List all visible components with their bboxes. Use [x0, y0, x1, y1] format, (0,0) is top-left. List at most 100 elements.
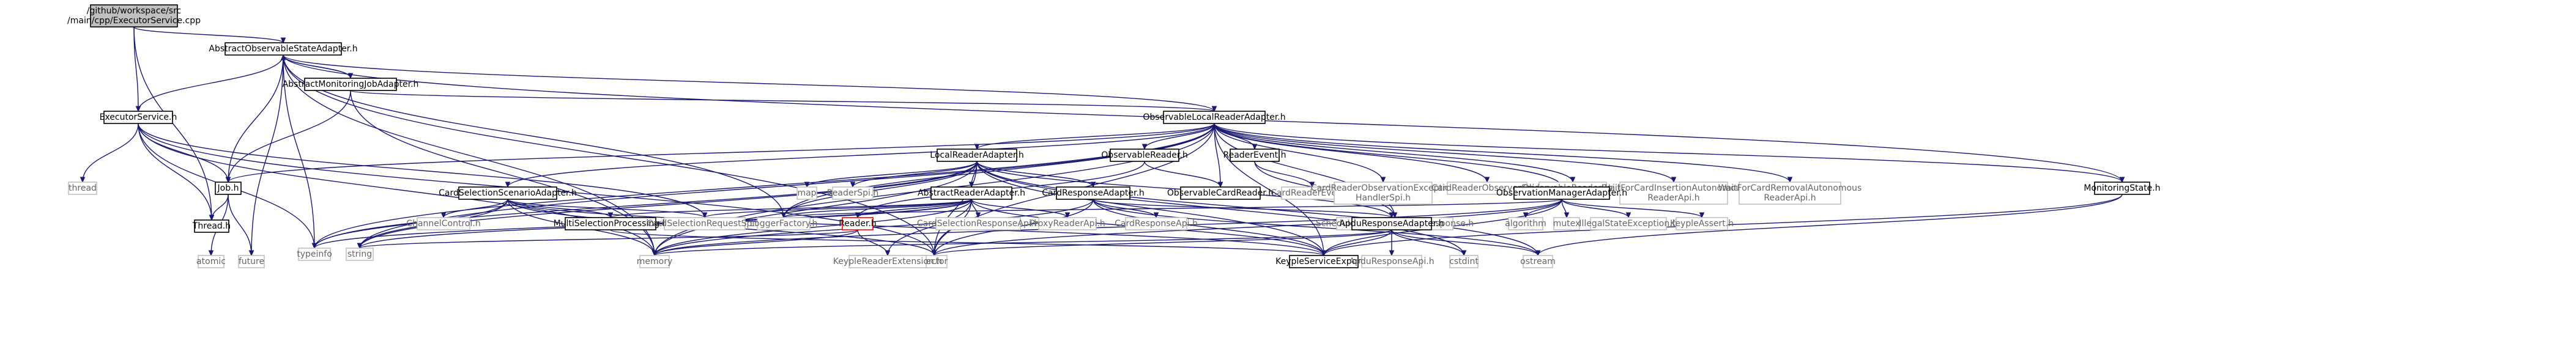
- node-ara2[interactable]: ApduResponseAdapter.h: [1339, 217, 1444, 230]
- node-box-wfci[interactable]: [1619, 182, 1728, 205]
- node-box-wfcr[interactable]: [1739, 182, 1841, 205]
- node-root[interactable]: /github/workspace/src/main/cpp/ExecutorS…: [67, 4, 201, 28]
- node-box-string[interactable]: [346, 248, 374, 261]
- node-olra[interactable]: ObservableLocalReaderAdapter.h: [1143, 111, 1286, 124]
- edge-olra-to-croe: [1214, 123, 1384, 183]
- node-lra[interactable]: LocalReaderAdapter.h: [930, 149, 1024, 162]
- node-box-prapi[interactable]: [1038, 217, 1097, 230]
- node-atomic[interactable]: atomic: [196, 255, 226, 268]
- node-aosa[interactable]: AbstractObservableStateAdapter.h: [209, 42, 358, 56]
- node-box-olra[interactable]: [1163, 111, 1266, 124]
- node-box-crapi[interactable]: [1125, 217, 1187, 230]
- node-box-oma[interactable]: [1513, 186, 1610, 200]
- node-string[interactable]: string: [346, 248, 374, 261]
- node-cssa[interactable]: CardSelectionScenarioAdapter.h: [439, 186, 577, 200]
- edge-es-to-csrs: [138, 123, 705, 218]
- node-aapi[interactable]: ApduResponseApi.h: [1349, 255, 1435, 268]
- node-box-ara2[interactable]: [1351, 217, 1432, 230]
- node-label-croe-0: CardReaderObservationException: [1311, 183, 1455, 193]
- node-box-mutex[interactable]: [1553, 217, 1580, 230]
- node-kse[interactable]: KeypleServiceExport.h: [1275, 255, 1372, 268]
- node-box-ms[interactable]: [2094, 182, 2150, 195]
- node-reh[interactable]: ReaderEvent.h: [1223, 149, 1286, 162]
- node-box-aapi[interactable]: [1361, 255, 1422, 268]
- node-box-cssa[interactable]: [458, 186, 557, 200]
- node-memory[interactable]: memory: [637, 255, 673, 268]
- node-csra[interactable]: CardSelectionResponseApi.h: [917, 217, 1039, 230]
- node-box-ostream[interactable]: [1523, 255, 1553, 268]
- node-msp[interactable]: MultiSelectionProcessing.h: [554, 217, 668, 230]
- node-threadh[interactable]: Thread.h: [192, 219, 231, 233]
- node-box-cstdint[interactable]: [1449, 255, 1479, 268]
- node-box-readerh[interactable]: [842, 217, 874, 230]
- node-vector[interactable]: vector: [921, 255, 948, 268]
- node-box-lra[interactable]: [937, 149, 1017, 162]
- edge-ara-to-msp: [610, 199, 972, 218]
- node-cra[interactable]: CardResponseAdapter.h: [1042, 186, 1145, 200]
- node-box-lf[interactable]: [757, 217, 811, 230]
- node-kre[interactable]: KeypleReaderExtension.h: [833, 255, 942, 268]
- node-ocr[interactable]: ObservableCardReader.h: [1167, 186, 1274, 200]
- node-cc[interactable]: ChannelControl.h: [406, 217, 481, 230]
- node-box-thread_sys[interactable]: [68, 182, 97, 195]
- node-box-typeinfo[interactable]: [298, 248, 331, 261]
- node-box-csra[interactable]: [935, 217, 1021, 230]
- node-box-map[interactable]: [796, 186, 817, 200]
- node-wfci[interactable]: WaitForCardInsertionAutonomousReaderApi.…: [1602, 182, 1746, 205]
- node-box-algorithm[interactable]: [1508, 217, 1543, 230]
- node-ara[interactable]: AbstractReaderAdapter.h: [918, 186, 1025, 200]
- node-ise[interactable]: IllegalStateException.h: [1579, 217, 1678, 230]
- node-box-root[interactable]: [90, 4, 178, 28]
- node-box-croe[interactable]: [1334, 182, 1433, 205]
- node-box-kse[interactable]: [1289, 255, 1359, 268]
- node-label-wfcr-1: ReaderApi.h: [1764, 193, 1816, 203]
- node-amja[interactable]: AbstractMonitoringJobAdapter.h: [283, 78, 419, 91]
- node-croe[interactable]: CardReaderObservationExceptionHandlerSpi…: [1311, 182, 1455, 205]
- node-es[interactable]: ExecutorService.h: [100, 111, 177, 124]
- node-box-ka[interactable]: [1676, 217, 1728, 230]
- node-thread_sys[interactable]: thread: [68, 182, 97, 195]
- edge-arrowhead-ara2-to-ostream: [1535, 250, 1541, 257]
- node-csrs[interactable]: CardSelectionRequestSpi.h: [647, 217, 763, 230]
- node-box-amja[interactable]: [304, 78, 397, 91]
- node-ka[interactable]: KeypleAssert.h: [1670, 217, 1734, 230]
- node-cre[interactable]: CardReaderEvent.h: [1271, 186, 1354, 200]
- node-box-kre[interactable]: [848, 255, 927, 268]
- node-box-threadh[interactable]: [194, 219, 229, 233]
- node-box-es[interactable]: [103, 111, 173, 124]
- node-orh[interactable]: ObservableReader.h: [1101, 149, 1188, 162]
- node-prapi[interactable]: ProxyReaderApi.h: [1030, 217, 1105, 230]
- node-box-job[interactable]: [215, 182, 242, 195]
- node-box-csrs[interactable]: [664, 217, 746, 230]
- node-box-atomic[interactable]: [198, 255, 225, 268]
- node-box-rspi[interactable]: [832, 186, 874, 200]
- node-crapi[interactable]: CardResponseApi.h: [1115, 217, 1198, 230]
- node-box-cc[interactable]: [417, 217, 470, 230]
- node-job[interactable]: Job.h: [215, 182, 242, 195]
- node-ms[interactable]: MonitoringState.h: [2084, 182, 2161, 195]
- node-box-cra[interactable]: [1056, 186, 1130, 200]
- node-lf[interactable]: LoggerFactory.h: [750, 217, 818, 230]
- node-box-aosa[interactable]: [225, 42, 342, 56]
- node-cstdint[interactable]: cstdint: [1449, 255, 1479, 268]
- node-readerh[interactable]: Reader.h: [839, 217, 877, 230]
- node-future[interactable]: future: [238, 255, 265, 268]
- node-box-ise[interactable]: [1590, 217, 1667, 230]
- node-box-orh[interactable]: [1110, 149, 1179, 162]
- node-box-memory[interactable]: [639, 255, 670, 268]
- node-box-msp[interactable]: [565, 217, 656, 230]
- node-rspi[interactable]: ReaderSpi.h: [827, 186, 879, 200]
- node-oma[interactable]: ObservationManagerAdapter.h: [1496, 186, 1627, 200]
- node-typeinfo[interactable]: typeinfo: [297, 248, 332, 261]
- node-box-future[interactable]: [238, 255, 265, 268]
- edge-lra-to-cstdint: [976, 161, 1464, 256]
- node-map[interactable]: map: [796, 186, 817, 200]
- node-box-ocr[interactable]: [1180, 186, 1261, 200]
- node-box-reh[interactable]: [1230, 149, 1280, 162]
- node-ostream[interactable]: ostream: [1520, 255, 1556, 268]
- node-mutex[interactable]: mutex: [1553, 217, 1581, 230]
- node-box-ara[interactable]: [930, 186, 1012, 200]
- node-algorithm[interactable]: algorithm: [1505, 217, 1546, 230]
